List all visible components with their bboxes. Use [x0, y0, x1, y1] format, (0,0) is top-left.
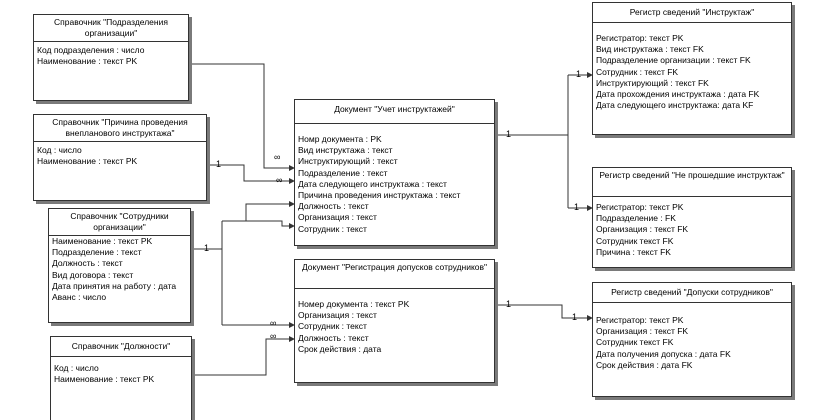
card-many: ∞	[270, 331, 277, 341]
entity-title: Регистр сведений "Не прошедшие инструкта…	[593, 168, 791, 197]
field: Сотрудник текст FK	[596, 235, 674, 246]
card-one: 1	[506, 299, 512, 309]
field: Наименование : текст PK	[37, 56, 138, 67]
entity-fields: Регистратор: текст PK Организация : текс…	[593, 303, 791, 396]
card-one: 1	[216, 159, 222, 169]
entity-title: Справочник "Должности"	[51, 337, 191, 357]
entity-fields: Регистратор: текст PK Вид инструктажа : …	[593, 23, 791, 134]
field: Организация : текст	[298, 212, 377, 223]
link-prich-uchet	[206, 164, 295, 184]
entity-title: Справочник "Сотрудники организации"	[49, 209, 190, 236]
field: Должность : текст	[52, 258, 123, 269]
field: Должность : текст	[298, 332, 369, 343]
entity-reg-ne-proshedshie: Регистр сведений "Не прошедшие инструкта…	[592, 167, 792, 268]
entity-reg-instruktazh: Регистр сведений "Инструктаж" Регистрато…	[592, 2, 792, 135]
field: Дата получения допуска : дата FK	[596, 348, 731, 359]
entity-title: Регистр сведений "Допуски сотрудников"	[593, 283, 791, 303]
entity-sprav-dolzhnosti: Справочник "Должности" Код : число Наиме…	[50, 336, 192, 420]
entity-fields: Код : число Наименование : текст PK	[51, 357, 191, 420]
field: Регистратор: текст PK	[596, 315, 684, 325]
link-reg-dop	[494, 304, 593, 321]
field: Дата следующего инструктажа: дата KF	[596, 100, 754, 111]
field: Должность : текст	[298, 201, 369, 212]
entity-sprav-podrazdeleniya: Справочник "Подразделения организации" К…	[33, 14, 189, 101]
field: Вид договора : текст	[52, 269, 134, 280]
card-many: ∞	[270, 318, 277, 328]
field: Подразделение : текст	[52, 247, 142, 258]
link-sotr-uchet-b	[222, 220, 295, 229]
field: Регистратор: текст PK	[596, 33, 684, 43]
field: Срок действия : дата	[298, 343, 382, 354]
entity-title: Документ "Учет инструктажей"	[295, 100, 494, 124]
field: Причина проведения инструктажа : текст	[298, 190, 461, 201]
entity-sprav-sotrudniki: Справочник "Сотрудники организации" Наим…	[48, 208, 191, 323]
field: Сотрудник : текст FK	[596, 66, 679, 77]
entity-sprav-prichina: Справочник "Причина проведения внепланов…	[33, 114, 207, 201]
field: Вид инструктажа : текст	[298, 145, 393, 156]
entity-fields: Номр документа : PK Вид инструктажа : те…	[295, 124, 494, 245]
field: Инструктирующий : текст FK	[596, 77, 709, 88]
field: Организация : текст	[298, 310, 377, 321]
field: Сотрудник : текст	[298, 223, 367, 234]
card-many: ∞	[276, 175, 283, 185]
field: Аванс : число	[52, 292, 107, 303]
entity-fields: Наименование : текст PK Подразделение : …	[49, 236, 190, 322]
field: Наименование : текст PK	[54, 374, 155, 385]
field: Дата следующего инструктажа : текст	[298, 178, 447, 189]
field: Наименование : текст PK	[52, 236, 153, 246]
card-one: 1	[574, 202, 580, 212]
field: Срок действия : дата FK	[596, 359, 693, 370]
field: Причина : текст FK	[596, 246, 671, 257]
field: Код подразделения : число	[37, 45, 145, 55]
field: Код : число	[37, 145, 82, 155]
field: Организация : текст FK	[596, 326, 689, 337]
entity-title: Регистр сведений "Инструктаж"	[593, 3, 791, 23]
card-one: 1	[576, 69, 582, 79]
field: Сотрудник текст FK	[596, 337, 674, 348]
entity-reg-dopuski: Регистр сведений "Допуски сотрудников" Р…	[592, 282, 792, 397]
entity-title: Справочник "Подразделения организации"	[34, 15, 188, 42]
field: Инструктирующий : текст	[298, 156, 398, 167]
field: Организация : текст FK	[596, 224, 689, 235]
card-one: 1	[204, 243, 210, 253]
field: Подразделение : текст	[298, 167, 388, 178]
field: Дата прохождения инструктажа : дата FK	[596, 89, 760, 100]
card-one: 1	[572, 312, 578, 322]
field: Дата принятия на работу : дата	[52, 280, 177, 291]
link-sotr-uchet-a	[222, 201, 295, 222]
field: Подразделение : FK	[596, 213, 676, 224]
entity-fields: Регистратор: текст PK Подразделение : FK…	[593, 197, 791, 267]
field: Вид инструктажа : текст FK	[596, 44, 704, 55]
field: Код : число	[54, 363, 99, 373]
entity-doc-registraciya-dopuskov: Документ "Регистрация допусков сотрудник…	[294, 259, 495, 383]
field: Сотрудник : текст	[298, 321, 367, 332]
field: Подразделение организации : текст FK	[596, 55, 751, 66]
card-many: ∞	[274, 152, 281, 162]
entity-doc-uchet-instruktazhey: Документ "Учет инструктажей" Номр докуме…	[294, 99, 495, 246]
entity-title: Справочник "Причина проведения внепланов…	[34, 115, 206, 142]
entity-fields: Код подразделения : число Наименование :…	[34, 42, 188, 100]
link-podr-uchet	[188, 63, 295, 171]
field: Регистратор: текст PK	[596, 202, 684, 212]
link-dolzh-reg	[191, 336, 295, 376]
entity-title: Документ "Регистрация допусков сотрудник…	[295, 260, 494, 289]
entity-fields: Номер документа : текст PK Организация :…	[295, 289, 494, 382]
entity-fields: Код : число Наименование : текст PK	[34, 142, 206, 200]
field: Номр документа : PK	[298, 134, 382, 144]
card-one: 1	[506, 129, 512, 139]
field: Наименование : текст PK	[37, 156, 138, 167]
field: Номер документа : текст PK	[298, 299, 410, 309]
